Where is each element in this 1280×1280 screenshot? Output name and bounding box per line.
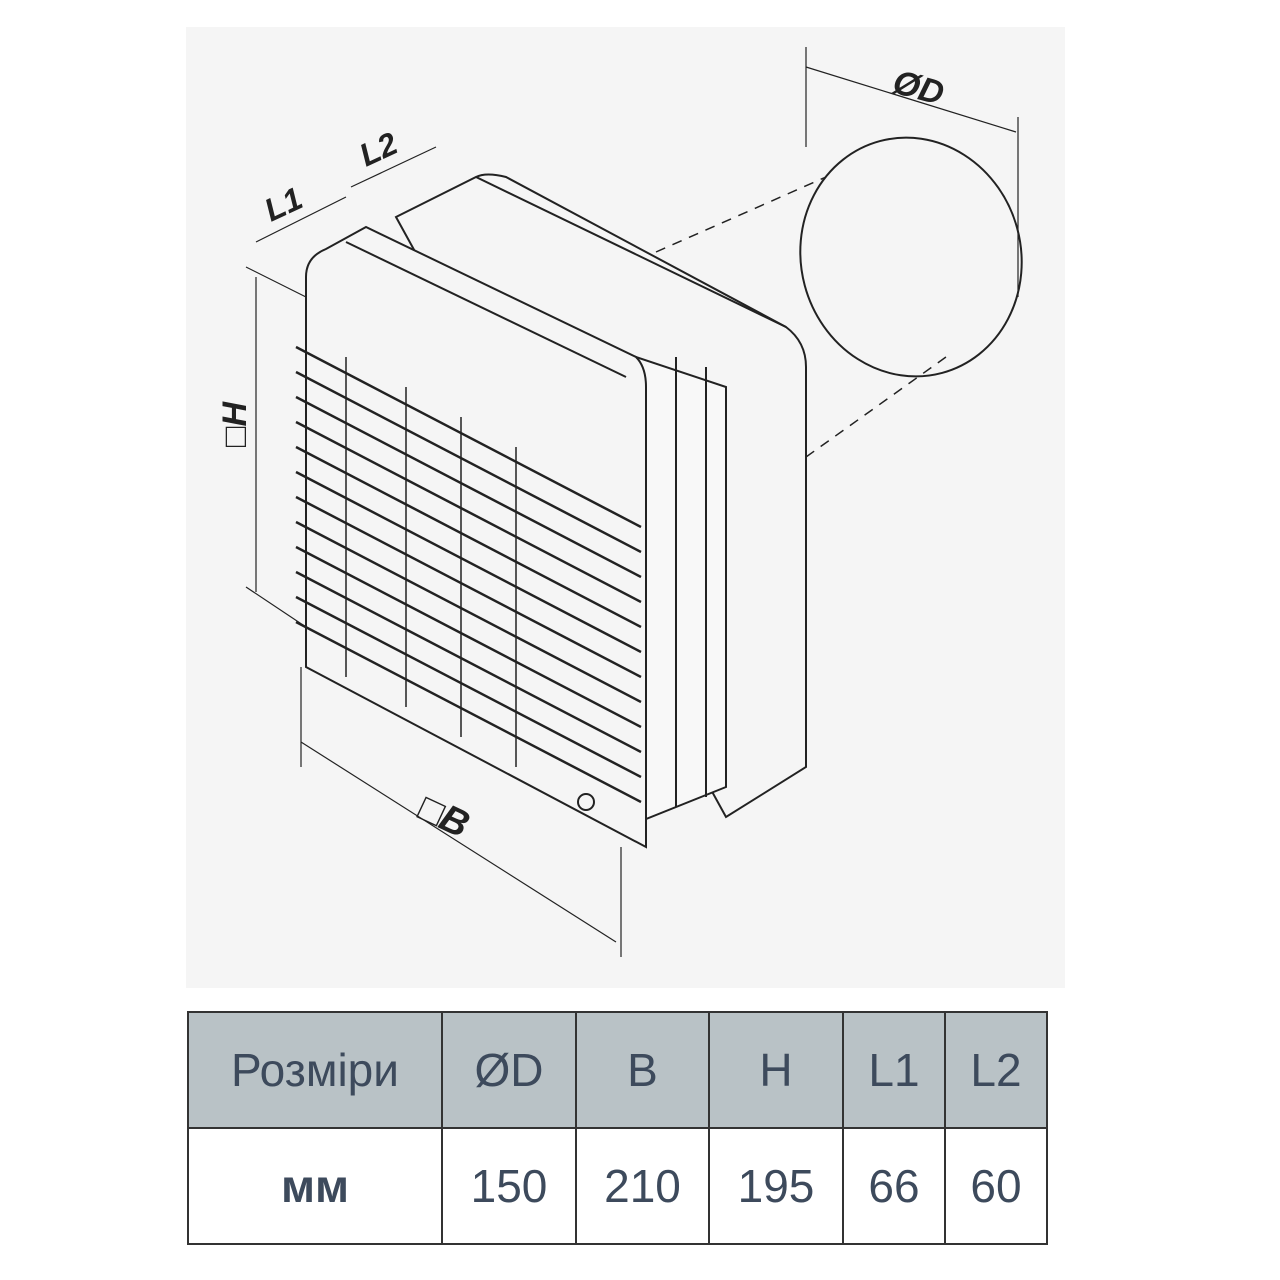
fan-drawing: L1 L2 □H □B ØD [216, 47, 1023, 957]
value-cell: 60 [944, 1127, 1048, 1245]
value-cell: 150 [441, 1127, 577, 1245]
header-cell: B [575, 1011, 710, 1129]
front-panel [305, 225, 647, 849]
duct-circle [799, 136, 1023, 378]
label-l1: L1 [259, 180, 308, 228]
dimensions-table: Розміри ØD B H L1 L2 мм 150 210 195 66 6… [187, 1011, 1048, 1245]
label-b: □B [412, 787, 475, 846]
fan-dimension-diagram: L1 L2 □H □B ØD [186, 27, 1065, 988]
header-cell: ØD [441, 1011, 577, 1129]
value-cell: 210 [575, 1127, 710, 1245]
table-header-row: Розміри ØD B H L1 L2 [187, 1011, 1048, 1129]
value-cell: 195 [708, 1127, 844, 1245]
label-d: ØD [889, 63, 948, 113]
header-cell: Розміри [187, 1011, 443, 1129]
louvres [295, 345, 642, 804]
header-cell: L2 [944, 1011, 1048, 1129]
table-row: мм 150 210 195 66 60 [187, 1127, 1048, 1245]
value-cell: 66 [842, 1127, 946, 1245]
header-cell: H [708, 1011, 844, 1129]
label-h: □H [216, 400, 254, 447]
unit-cell: мм [187, 1127, 443, 1245]
header-cell: L1 [842, 1011, 946, 1129]
